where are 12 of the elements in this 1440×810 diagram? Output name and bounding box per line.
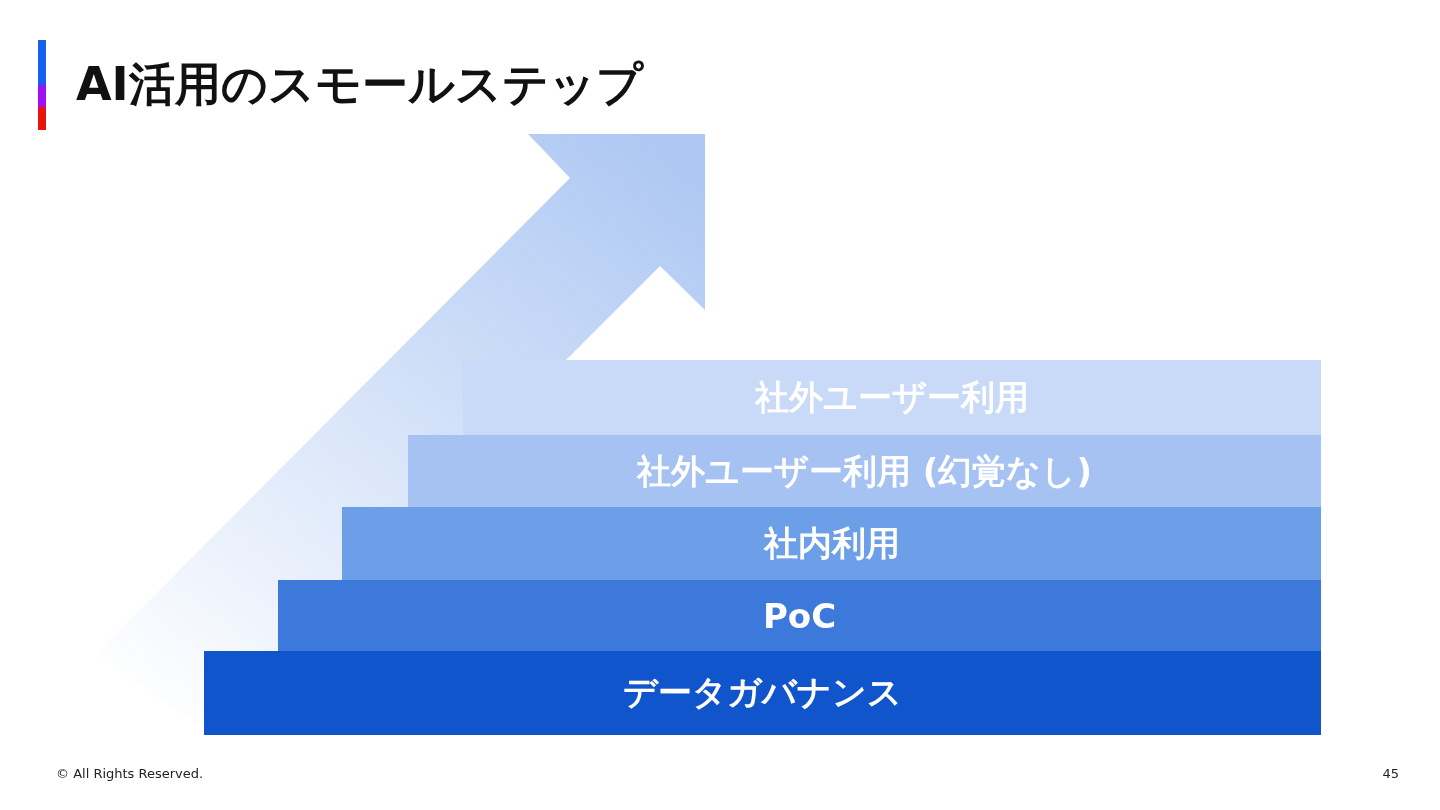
step-bar — [463, 360, 1321, 435]
step-bar — [408, 435, 1321, 508]
step-bar — [278, 580, 1321, 651]
copyright-text: © All Rights Reserved. — [56, 766, 204, 781]
step-label: PoC — [762, 595, 837, 636]
slide-title: AI活用のスモールステップ — [76, 56, 643, 113]
step-label: データガバナンス — [623, 671, 902, 714]
page-number: 45 — [1382, 766, 1399, 781]
step-bar — [204, 651, 1321, 735]
step-bar — [342, 507, 1321, 580]
step-label: 社外ユーザー利用 (幻覚なし) — [637, 449, 1092, 493]
step-label: 社内利用 — [763, 521, 900, 565]
